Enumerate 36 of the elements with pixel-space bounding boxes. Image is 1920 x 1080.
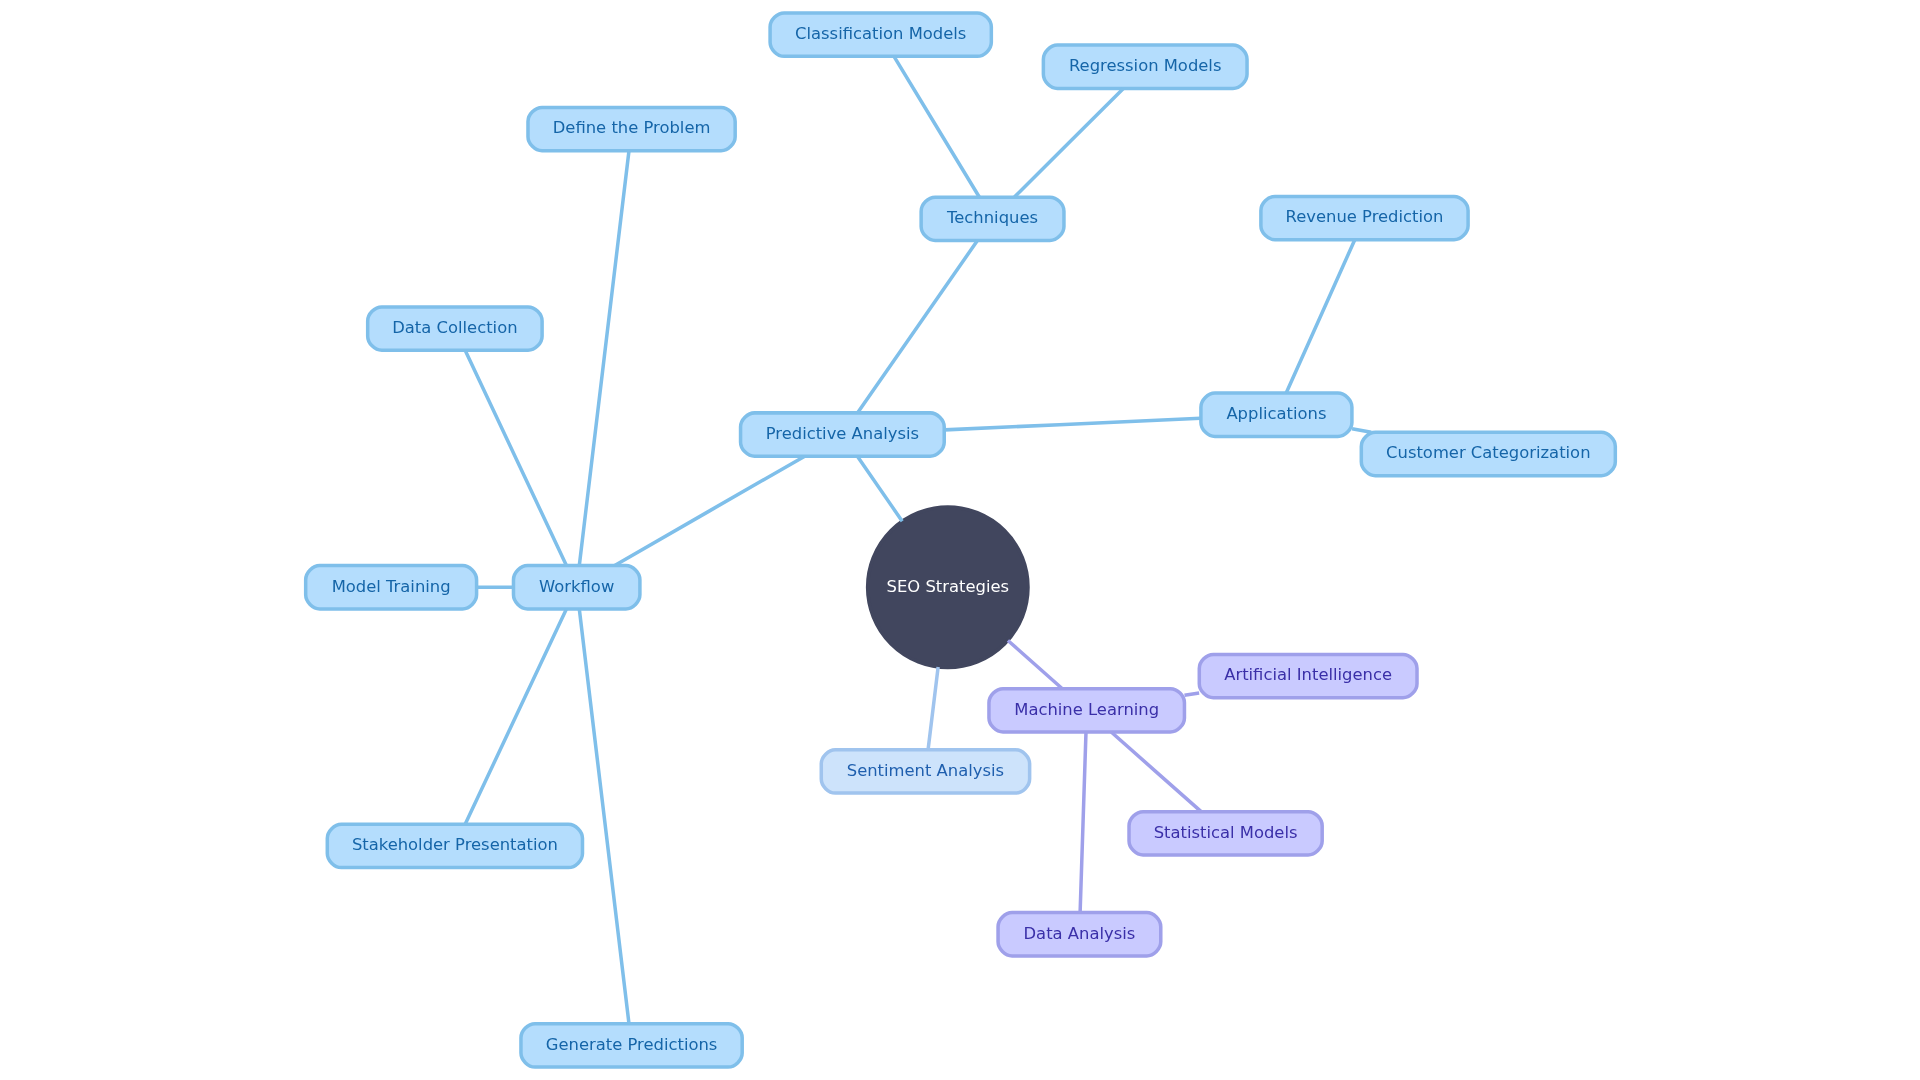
node-box: Generate Predictions xyxy=(518,1021,744,1069)
node-box: Define the Problem xyxy=(525,105,737,153)
node-box: Techniques xyxy=(918,195,1066,243)
connector xyxy=(1109,730,1202,813)
node-box: Revenue Prediction xyxy=(1258,194,1470,242)
node-box: Applications xyxy=(1198,391,1354,439)
connector xyxy=(1284,239,1356,394)
node-box: Predictive Analysis xyxy=(738,411,946,458)
connector xyxy=(463,608,568,825)
node-box: Artificial Intelligence xyxy=(1197,652,1419,700)
node-box: Regression Models xyxy=(1041,43,1249,91)
connector xyxy=(577,150,631,566)
node-circle: SEO Strategies xyxy=(865,505,1030,670)
connector xyxy=(463,349,568,566)
node-box: Statistical Models xyxy=(1126,809,1324,857)
connector xyxy=(944,416,1201,432)
connector xyxy=(855,239,979,414)
connector xyxy=(577,608,631,1024)
node-box: Data Analysis xyxy=(995,910,1163,958)
connector xyxy=(1077,732,1088,913)
node-box: Sentiment Analysis xyxy=(819,748,1031,795)
node-box: Workflow xyxy=(511,563,642,611)
connector xyxy=(855,455,904,523)
connector xyxy=(1012,87,1125,199)
connector xyxy=(925,666,940,750)
connector xyxy=(1183,691,1199,697)
node-box: Classification Models xyxy=(767,11,993,59)
node-box: Stakeholder Presentation xyxy=(325,822,584,870)
connector xyxy=(891,55,981,198)
connector xyxy=(476,585,513,589)
node-box: Data Collection xyxy=(365,305,544,352)
connector xyxy=(1351,427,1372,435)
node-box: Customer Categorization xyxy=(1359,430,1617,478)
node-box: Machine Learning xyxy=(986,686,1186,734)
node-box: Model Training xyxy=(303,563,478,611)
connector xyxy=(1006,639,1063,690)
